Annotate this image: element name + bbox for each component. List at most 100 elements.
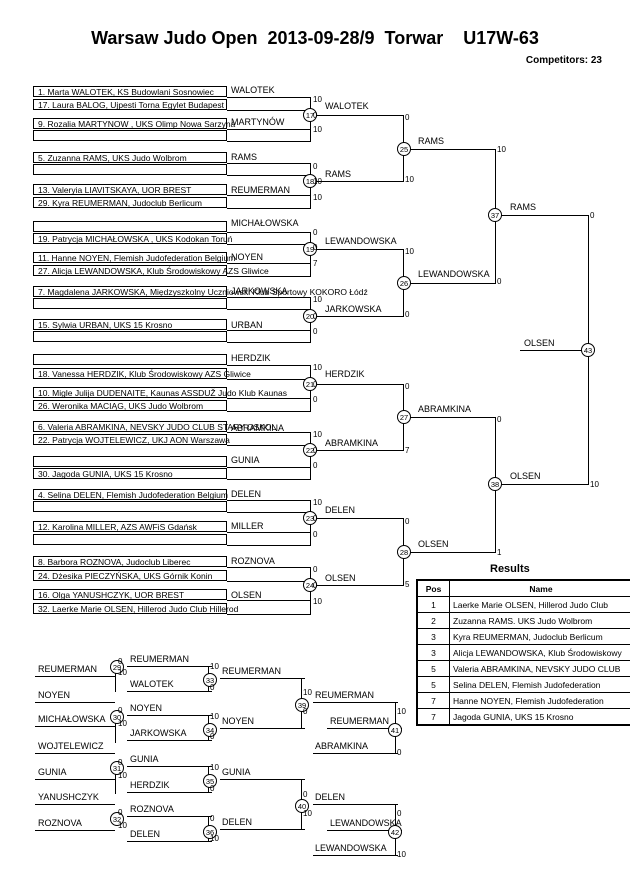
results-name: Laerke Marie OLSEN, Hillerod Judo Club — [449, 596, 630, 613]
bracket-line — [227, 545, 310, 546]
competitor-entry: 18. Vanessa HERDZIK, Klub Środowiskowy A… — [33, 368, 251, 379]
repechage-name: WALOTEK — [130, 679, 174, 689]
competitor-entry: 11. Hanne NOYEN, Flemish Judofederation … — [33, 252, 235, 263]
repechage-name: REUMERMAN — [38, 664, 98, 674]
winner-name: ABRAMKINA — [231, 423, 285, 433]
repechage-name: ABRAMKINA — [315, 741, 369, 751]
bracket-line — [220, 829, 305, 830]
match-score: 0 — [118, 808, 123, 817]
bracket-line — [115, 666, 116, 692]
bracket-line — [127, 766, 212, 767]
bracket-line — [227, 379, 310, 380]
winner-name: RAMS — [510, 202, 537, 212]
bracket-line — [35, 830, 115, 831]
results-pos: 1 — [416, 596, 450, 613]
match-score: 10 — [405, 175, 414, 184]
bracket-line — [310, 249, 403, 250]
repechage-name: NOYEN — [38, 690, 71, 700]
results-name: Selina DELEN, Flemish Judofederation — [449, 676, 630, 693]
bracket-line — [220, 678, 305, 679]
repechage-name: JARKOWSKA — [130, 728, 187, 738]
match-score: 7 — [405, 446, 410, 455]
bracket-line — [227, 175, 310, 176]
match-score: 10 — [118, 821, 127, 830]
match-score: 10 — [210, 712, 219, 721]
winner-name: ABRAMKINA — [418, 404, 472, 414]
bracket-line — [35, 702, 115, 703]
match-score: 0 — [405, 382, 410, 391]
bracket-line — [127, 816, 212, 817]
repechage-name: YANUSHCZYK — [38, 792, 99, 802]
match-score: 10 — [210, 662, 219, 671]
competitor-entry — [33, 501, 227, 512]
match-score: 10 — [313, 597, 322, 606]
bracket-line — [227, 129, 310, 130]
bracket-line — [403, 283, 495, 284]
competitor-entry — [33, 130, 227, 141]
match-number: 28 — [397, 545, 411, 559]
bracket-line — [35, 726, 115, 727]
match-score: 0 — [397, 809, 402, 818]
bracket-line — [227, 141, 310, 142]
repechage-name: GUNIA — [130, 754, 159, 764]
match-number: 27 — [397, 410, 411, 424]
repechage-name: DELEN — [315, 792, 346, 802]
winner-name: RAMS — [325, 169, 352, 179]
match-score: 0 — [210, 784, 215, 793]
match-score: 10 — [313, 177, 322, 186]
competitor-entry: 24. Dżesika PIECZYŃSKA, UKS Górnik Konin — [33, 570, 227, 581]
bracket-line — [227, 479, 310, 480]
repechage-name: REUMERMAN — [315, 690, 375, 700]
match-score: 10 — [313, 363, 322, 372]
results-title: Results — [490, 563, 530, 575]
bracket-line — [220, 779, 305, 780]
results-name: Valeria ABRAMKINA, NEVSKY JUDO CLUB — [449, 660, 630, 677]
match-score: 10 — [210, 763, 219, 772]
bracket-line — [403, 417, 495, 418]
match-score: 0 — [313, 461, 318, 470]
competitor-entry: 27. Alicja LEWANDOWSKA, Klub Środowiskow… — [33, 265, 269, 276]
repechage-name: NOYEN — [130, 703, 163, 713]
bracket-line — [220, 728, 305, 729]
repechage-name: DELEN — [222, 817, 253, 827]
repechage-name: REUMERMAN — [222, 666, 282, 676]
bracket-line — [310, 316, 403, 317]
match-score: 10 — [397, 850, 406, 859]
competitor-entry: 8. Barbora ROZNOVA, Judoclub Liberec — [33, 556, 227, 567]
bracket-line — [115, 716, 116, 743]
match-score: 0 — [313, 228, 318, 237]
match-score: 0 — [118, 758, 123, 767]
match-number: 31 — [110, 761, 124, 775]
match-number: 19 — [303, 242, 317, 256]
match-score: 1 — [497, 548, 502, 557]
competitor-entry — [33, 331, 227, 342]
bracket-line — [310, 450, 403, 451]
winner-name: ROZNOVA — [231, 556, 275, 566]
page-title: Warsaw Judo Open 2013-09-28/9 Torwar U17… — [91, 28, 539, 48]
competitor-entry: 32. Laerke Marie OLSEN, Hillerod Judo Cl… — [33, 603, 238, 614]
match-score: 0 — [590, 211, 595, 220]
bracket-line — [127, 715, 212, 716]
match-score: 0 — [313, 581, 318, 590]
final-match-number: 43 — [581, 343, 595, 357]
bracket-line — [127, 740, 212, 741]
winner-name: MILLER — [231, 521, 264, 531]
bracket-line — [127, 691, 212, 692]
match-score: 0 — [313, 565, 318, 574]
match-score: 10 — [210, 834, 219, 843]
bracket-line — [313, 855, 398, 856]
match-score: 10 — [313, 95, 322, 104]
bracket-line — [227, 330, 310, 331]
bracket-line — [227, 208, 310, 209]
match-number: 20 — [303, 309, 317, 323]
repechage-name: REUMERMAN — [130, 654, 190, 664]
bracket-line — [227, 500, 310, 501]
winner-name: URBAN — [231, 320, 263, 330]
competitor-entry — [33, 221, 227, 232]
competitor-entry: 17. Laura BALOG, Ujpesti Torna Egylet Bu… — [33, 99, 227, 110]
match-score: 0 — [397, 748, 402, 757]
